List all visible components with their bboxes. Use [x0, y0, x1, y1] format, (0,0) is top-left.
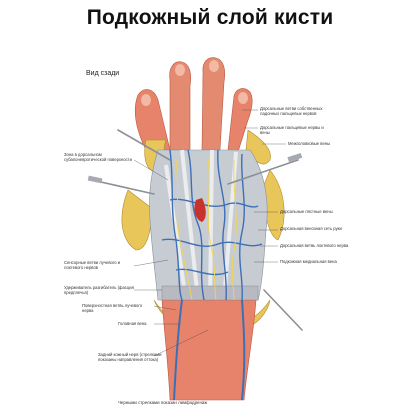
label-dorsal-branch-ulnar-nerve: Дорсальная ветвь локтевого нерва: [280, 243, 349, 248]
forearm: [161, 299, 257, 401]
leader-lines: [133, 109, 286, 357]
extensor-retinaculum: [161, 285, 259, 301]
exposed-tissue: [194, 198, 206, 222]
label-dorsal-digital-nerves-veins: Дорсальные пальцевые нервы и вены: [260, 125, 324, 135]
label-basilic-vein: Подкожная медиальная вена: [280, 259, 337, 264]
hand-illustration: [87, 57, 303, 401]
label-sensory-branches: Сенсорные ветви лучевого и локтевого нер…: [64, 260, 121, 270]
label-posterior-cutaneous-nerve: Задний кожный нерв (стрелками показаны н…: [98, 352, 162, 362]
label-dorsal-venous-network: Дорсальная венозная сеть руки: [280, 226, 342, 231]
footnote: Черными стрелками показан лимфодренаж: [118, 400, 208, 405]
retractor-instruments: [91, 129, 303, 331]
instrument-handles: [87, 152, 303, 184]
label-dorsal-branches-palmar-nerves: Дорсальные ветви собственных ладонных па…: [260, 106, 323, 116]
view-subtitle: Вид сзади: [86, 70, 120, 77]
fingers: [134, 57, 253, 153]
page-title: Подкожный слой кисти: [86, 6, 334, 29]
label-dorsal-metacarpal-veins: Дорсальные пястные вены: [280, 209, 333, 214]
label-cephalic-vein: Головная вена: [118, 321, 147, 326]
label-subaponeurotic-zone: Зона в дорсальном субапоневротической по…: [64, 152, 132, 162]
label-intercapitular-veins: Межголовковые вены: [288, 141, 331, 146]
label-superficial-radial-nerve: Поверхностная ветвь лучевого нерва: [82, 303, 143, 313]
cutaneous-nerves: [175, 157, 237, 301]
label-extensor-retinaculum: Удерживатель разгибатель (фасция предпле…: [64, 285, 134, 295]
poster: Подкожный слой кисти Вид сзади: [58, 0, 362, 420]
dorsal-venous-network: [161, 149, 263, 401]
